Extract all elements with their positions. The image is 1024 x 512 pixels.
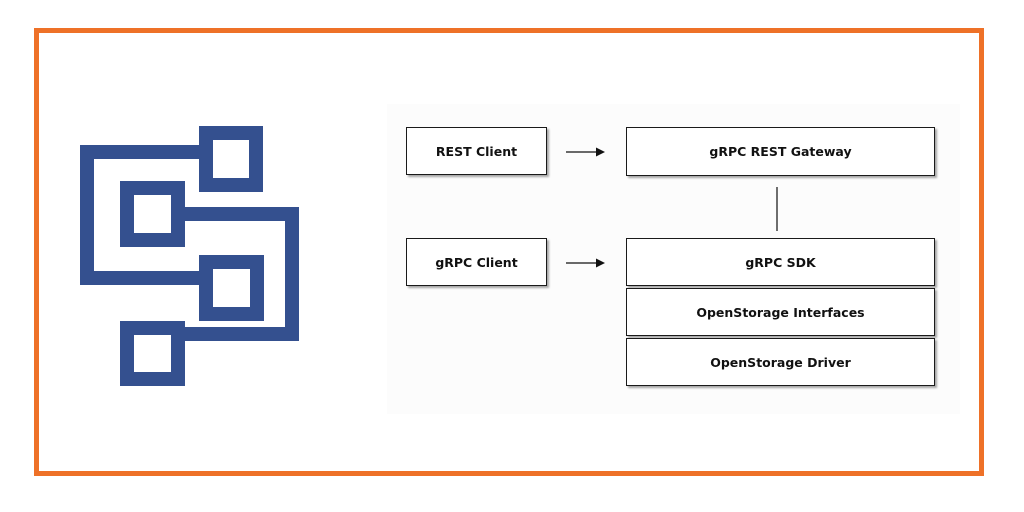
grpc-client-box: gRPC Client	[406, 238, 547, 286]
grpc-to-sdk-arrow	[566, 258, 605, 268]
rest-client-box: REST Client	[406, 127, 547, 175]
grpc-rest-gateway-label: gRPC REST Gateway	[709, 144, 852, 159]
rest-to-gateway-arrow	[566, 147, 605, 157]
grpc-client-label: gRPC Client	[435, 254, 518, 270]
openstorage-logo-icon	[80, 126, 299, 386]
rest-client-label: REST Client	[435, 143, 518, 159]
grpc-rest-gateway-box: gRPC REST Gateway	[626, 127, 935, 176]
grpc-sdk-label: gRPC SDK	[745, 254, 816, 270]
openstorage-interfaces-box: OpenStorage Interfaces	[626, 288, 935, 336]
grpc-sdk-box: gRPC SDK	[626, 238, 935, 286]
gateway-to-sdk-line	[776, 187, 778, 231]
openstorage-driver-box: OpenStorage Driver	[626, 338, 935, 386]
openstorage-driver-label: OpenStorage Driver	[710, 354, 851, 370]
openstorage-interfaces-label: OpenStorage Interfaces	[696, 304, 865, 320]
